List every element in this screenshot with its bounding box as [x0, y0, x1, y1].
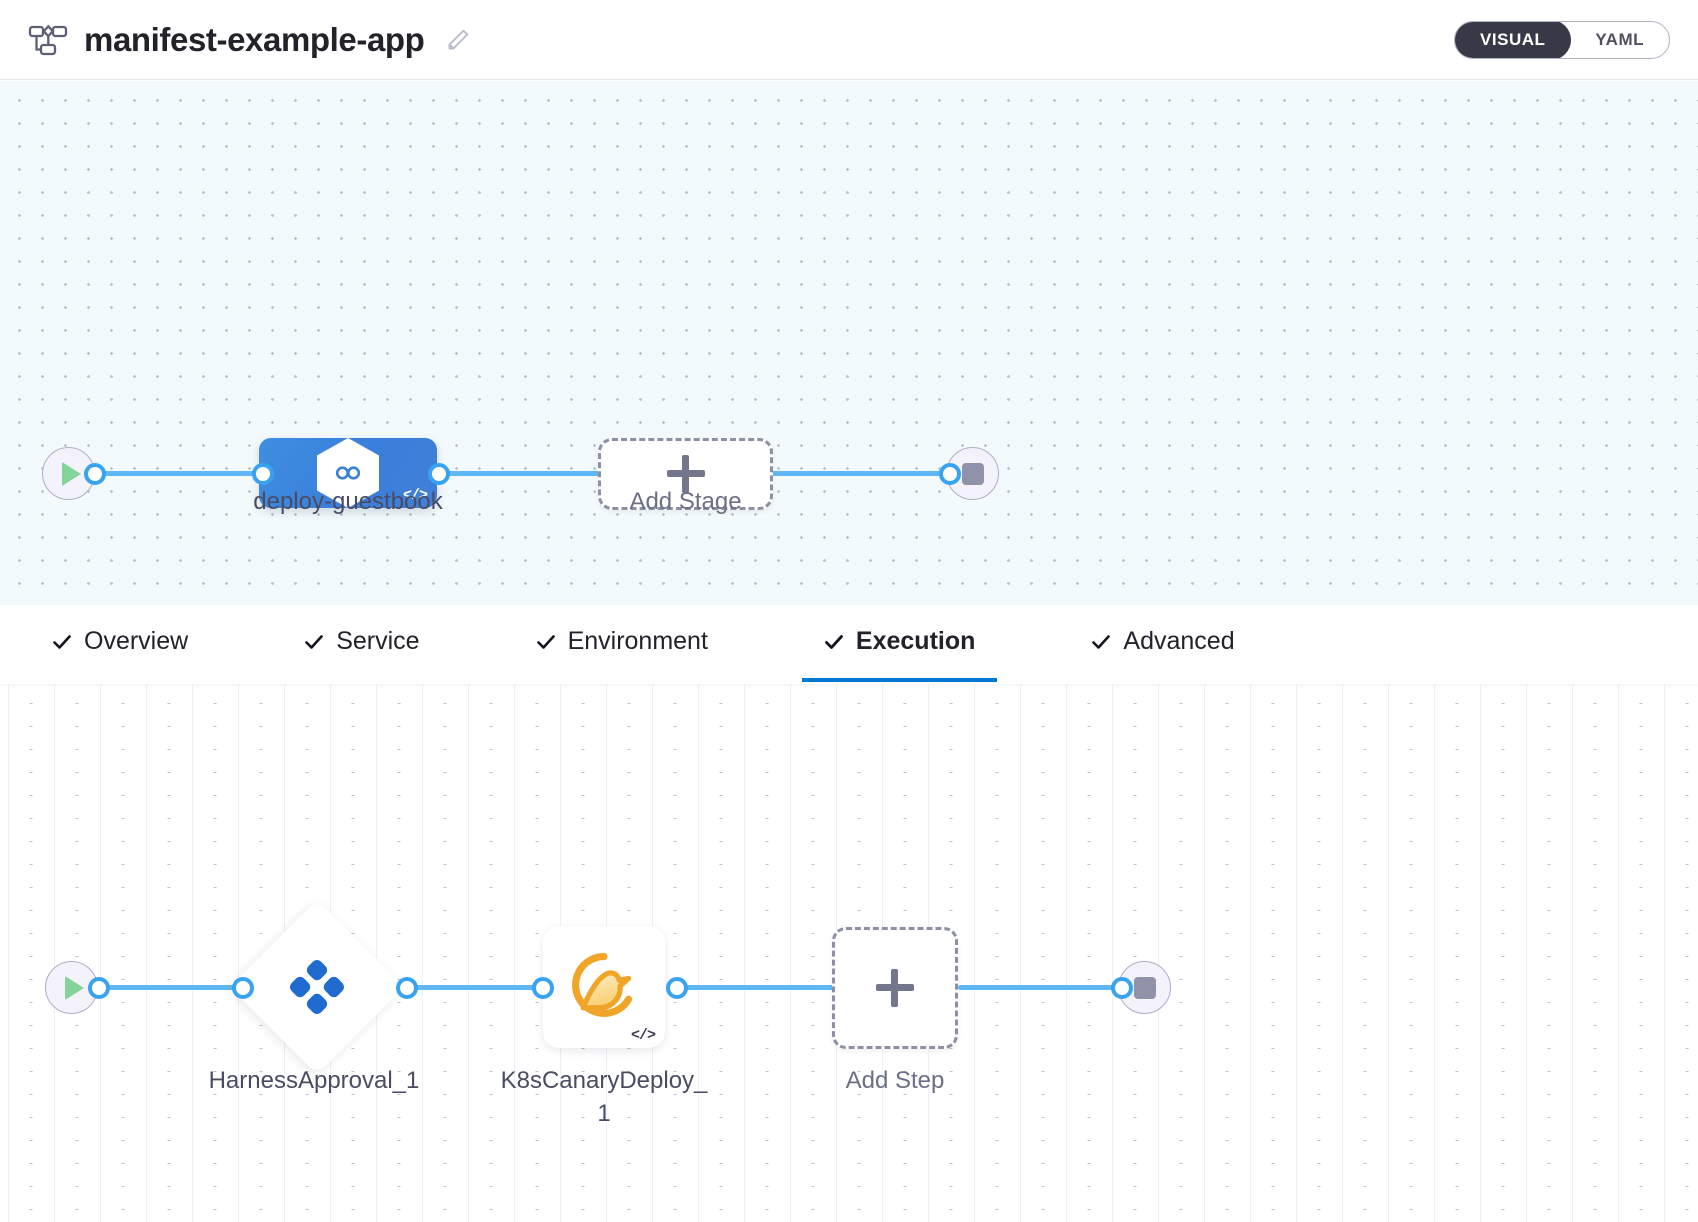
stage-config-tabs: Overview Service Environment Execution A…: [0, 605, 1698, 684]
add-step-node[interactable]: [832, 927, 958, 1049]
canary-out-port[interactable]: [666, 977, 688, 999]
stage-start-port[interactable]: [84, 463, 106, 485]
execution-end-port[interactable]: [1111, 977, 1133, 999]
tab-label: Execution: [855, 627, 976, 655]
check-icon: [824, 632, 844, 652]
edge-start-to-approval: [92, 985, 238, 990]
tab-overview[interactable]: Overview: [30, 605, 210, 682]
tab-execution[interactable]: Execution: [801, 605, 998, 682]
approval-out-port[interactable]: [396, 977, 418, 999]
pipeline-flow-icon: [28, 22, 68, 58]
execution-start-port[interactable]: [88, 977, 110, 999]
execution-end-node: [1118, 961, 1171, 1014]
approval-in-port[interactable]: [232, 977, 254, 999]
add-step-label: Add Step: [845, 1067, 945, 1094]
tab-label: Service: [336, 627, 420, 655]
tab-label: Overview: [84, 627, 189, 655]
add-stage-label: Add Stage: [629, 488, 742, 515]
view-mode-toggle[interactable]: VISUAL YAML: [1454, 20, 1670, 59]
execution-start-node: [45, 961, 98, 1014]
plus-icon: [666, 455, 705, 493]
canary-in-port[interactable]: [532, 977, 554, 999]
edge-addstage-to-end: [770, 471, 950, 476]
execution-graph-canvas[interactable]: HarnessApproval_1 </> K8sCanaryDeploy_1 …: [0, 684, 1698, 1222]
page-title: manifest-example-app: [84, 20, 425, 58]
stage-node-in-port[interactable]: [252, 463, 274, 485]
view-mode-yaml[interactable]: YAML: [1595, 29, 1644, 49]
pencil-edit-icon[interactable]: [444, 26, 472, 54]
edge-deploy-to-addstage: [432, 471, 610, 476]
step-label-k8s-canary-deploy: K8sCanaryDeploy_1: [500, 1067, 708, 1128]
stage-node-label: deploy-guestbook: [253, 488, 443, 515]
check-icon: [1091, 632, 1111, 652]
edge-approval-to-canary: [400, 985, 546, 990]
stage-end-port[interactable]: [939, 463, 961, 485]
check-icon: [304, 632, 324, 652]
tab-environment[interactable]: Environment: [514, 605, 730, 682]
view-mode-visual[interactable]: VISUAL: [1455, 21, 1572, 58]
code-badge: </>: [402, 487, 428, 504]
check-icon: [52, 632, 72, 652]
play-icon: [62, 461, 81, 486]
play-icon: [65, 975, 84, 1000]
stage-node-out-port[interactable]: [428, 463, 450, 485]
plus-icon: [876, 969, 914, 1007]
step-node-harness-approval[interactable]: [229, 899, 405, 1075]
edge-canary-to-addstep: [670, 985, 846, 990]
app-header: manifest-example-app VISUAL YAML: [0, 0, 1698, 80]
edge-addstep-to-end: [958, 985, 1120, 990]
stop-icon: [1133, 976, 1156, 999]
tab-service[interactable]: Service: [282, 605, 441, 682]
edge-start-to-deploy: [88, 471, 268, 476]
check-icon: [536, 632, 556, 652]
header-right-group: VISUAL YAML: [1454, 20, 1670, 59]
add-stage-node[interactable]: [598, 438, 773, 510]
tab-label: Environment: [567, 627, 708, 655]
stop-icon: [961, 462, 984, 485]
tab-advanced[interactable]: Advanced: [1069, 605, 1256, 682]
stage-node-deploy-guestbook[interactable]: </>: [259, 438, 437, 508]
stage-graph-canvas[interactable]: </> deploy-guestbook Add Stage: [0, 81, 1698, 605]
header-left-group: manifest-example-app: [28, 21, 472, 59]
canary-bird-icon: [568, 949, 640, 1026]
step-label-harness-approval: HarnessApproval_1: [208, 1067, 420, 1094]
step-node-k8s-canary-deploy[interactable]: </>: [543, 926, 665, 1048]
tab-label: Advanced: [1123, 627, 1235, 655]
code-badge: </>: [630, 1027, 656, 1044]
